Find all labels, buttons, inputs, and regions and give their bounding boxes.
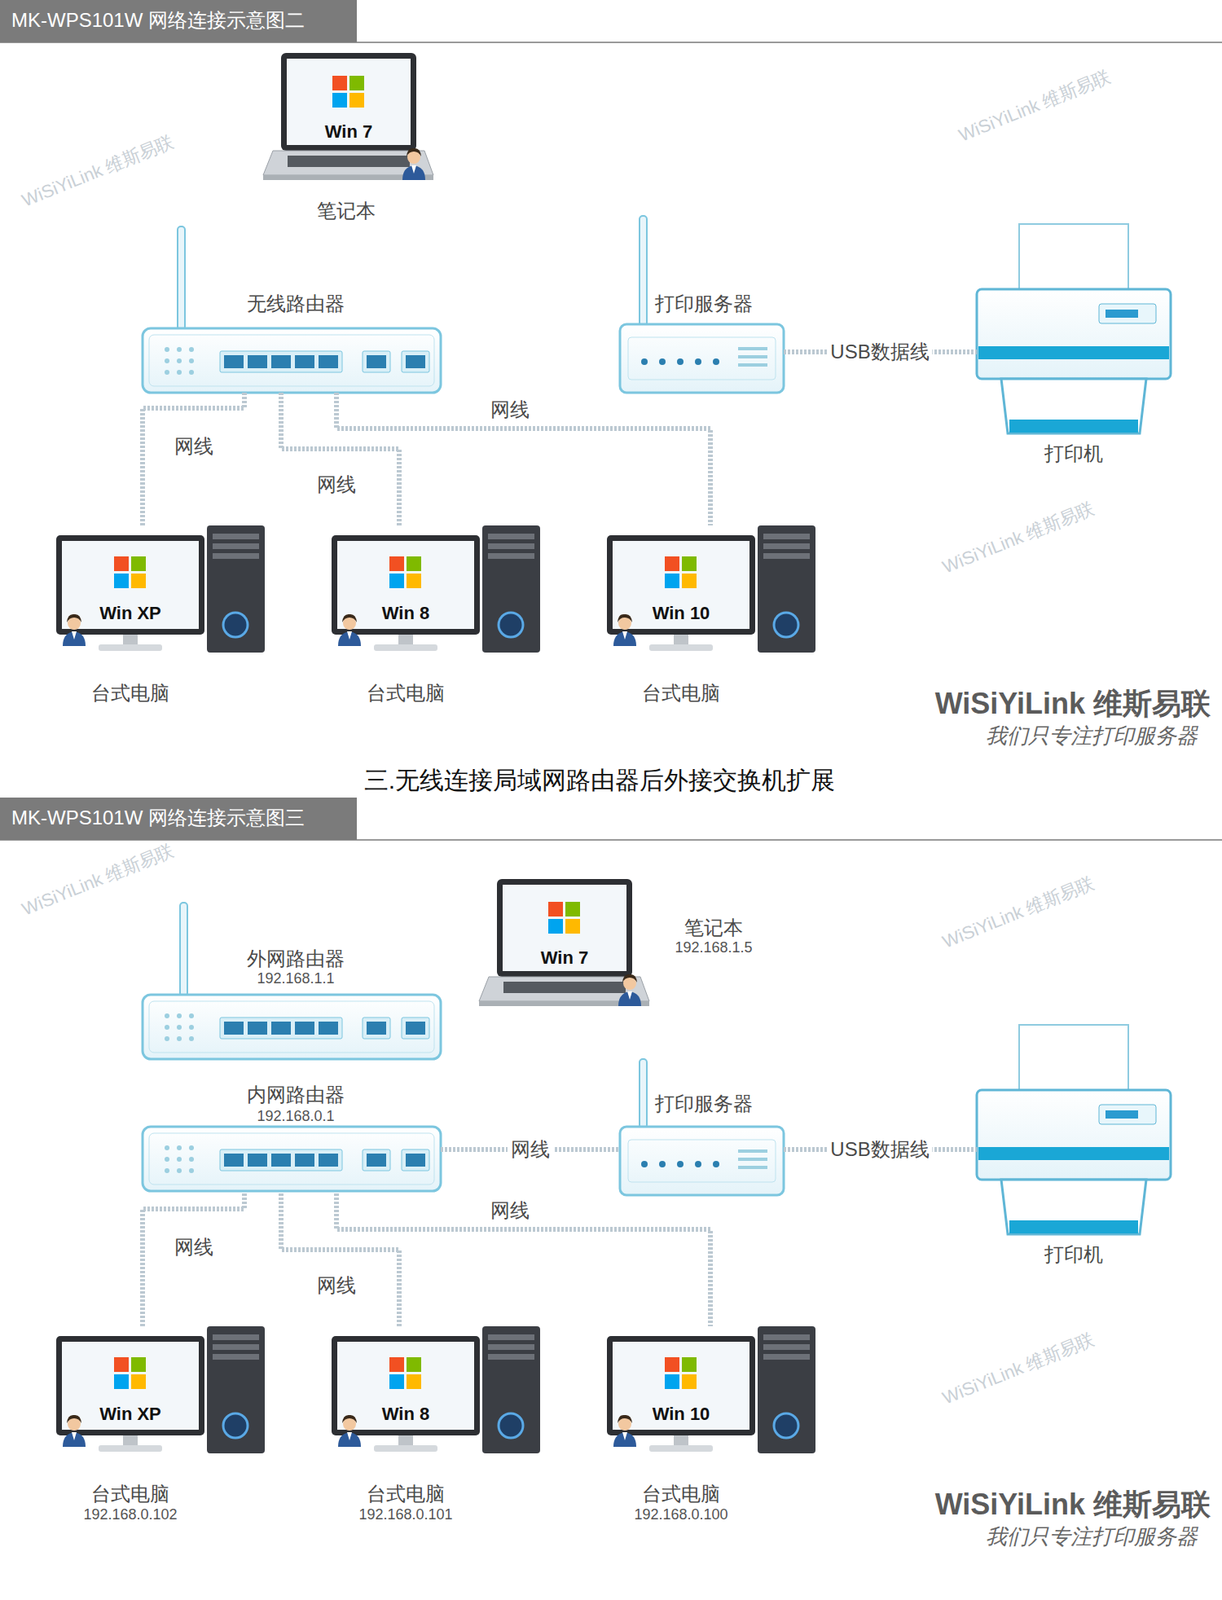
device-label: 台式电脑 [91, 681, 170, 705]
device-box: Win 8 台式电脑192.168.0.101 [331, 1326, 541, 1526]
ip-address: 192.168.0.102 [83, 1506, 177, 1524]
watermark: WiSiYiLink 维斯易联 [939, 872, 1097, 953]
desktop-computer [331, 1326, 541, 1454]
antenna [639, 1059, 647, 1129]
brand-text: WiSiYiLink 维斯易联 [935, 1487, 1211, 1521]
cable-label: 网线 [171, 1235, 217, 1259]
cable-label: 网线 [507, 1138, 554, 1161]
cable-label: USB数据线 [826, 1138, 932, 1161]
header-bar: MK-WPS101W 网络连接示意图二 [0, 0, 357, 43]
device-label: 打印服务器 [654, 1092, 753, 1116]
device-box: 打印机 [976, 224, 1171, 469]
os-name: Win XP [99, 1403, 162, 1425]
device-label: 打印机 [1044, 1243, 1104, 1266]
os-name: Win 10 [652, 602, 711, 624]
device-label: 内网路由器 [246, 1083, 345, 1107]
cable-line [142, 1193, 245, 1327]
antenna [177, 226, 185, 330]
section-title: 三.无线连接局域网路由器后外接交换机扩展 [364, 766, 836, 796]
os-name: Win 7 [540, 947, 589, 968]
watermark: WiSiYiLink 维斯易联 [18, 839, 176, 920]
cable-label: 网线 [313, 473, 360, 497]
device-label: 台式电脑 [641, 1482, 721, 1506]
device-box: 打印服务器 [619, 289, 784, 393]
laptop-computer [479, 879, 650, 1007]
device-label: 打印服务器 [654, 292, 753, 316]
device-label: 笔记本 [684, 916, 743, 940]
device-box: 打印服务器 [619, 1089, 784, 1194]
desktop-computer [606, 1326, 816, 1454]
print-server [619, 1126, 784, 1196]
device-box: Win XP 台式电脑 [56, 525, 265, 707]
cable-line [142, 392, 245, 526]
device-box: Win 7 笔记本192.168.1.5 [479, 879, 773, 1018]
device-box: 外网路由器192.168.1.1 [142, 945, 441, 1061]
printer [976, 1024, 1171, 1235]
device-label: MK-WPS101W 网络连接示意图三 [11, 806, 305, 830]
brand-text: WiSiYiLink 维斯易联 [935, 686, 1211, 721]
device-label: 台式电脑 [641, 681, 721, 705]
desktop-computer [56, 1326, 265, 1454]
cable-line [281, 392, 400, 526]
device-box: Win 8 台式电脑 [331, 525, 541, 707]
brand-text: 我们只专注打印服务器 [985, 1525, 1198, 1550]
watermark: WiSiYiLink 维斯易联 [939, 497, 1097, 578]
ip-address: 192.168.0.101 [358, 1506, 453, 1524]
ip-address: 192.168.0.100 [633, 1506, 728, 1524]
watermark: WiSiYiLink 维斯易联 [955, 65, 1113, 146]
device-label: 台式电脑 [366, 1482, 445, 1506]
cable-label: 网线 [487, 398, 533, 422]
device-box: 无线路由器 [142, 289, 441, 393]
antenna [180, 902, 188, 997]
device-label: MK-WPS101W 网络连接示意图二 [11, 8, 305, 32]
device-label: 无线路由器 [246, 292, 345, 316]
cable-label: 网线 [313, 1274, 360, 1297]
watermark: WiSiYiLink 维斯易联 [939, 1328, 1097, 1409]
laptop-computer [263, 52, 434, 181]
ip-address: 192.168.1.1 [256, 970, 335, 988]
device-box: 内网路由器192.168.0.1 [142, 1083, 441, 1194]
os-name: Win XP [99, 602, 162, 624]
device-label: 台式电脑 [366, 681, 445, 705]
cable-line [336, 1193, 711, 1327]
ip-address: 192.168.1.5 [674, 939, 752, 957]
router [142, 328, 441, 393]
os-name: Win 8 [382, 602, 430, 624]
antenna [639, 215, 647, 326]
ip-address: 192.168.0.1 [256, 1107, 335, 1126]
device-label: 打印机 [1044, 442, 1104, 466]
device-box: Win 10 台式电脑192.168.0.100 [606, 1326, 816, 1526]
cable-line [281, 1193, 400, 1327]
device-label: 笔记本 [316, 199, 376, 223]
cable-label: 网线 [171, 435, 217, 458]
device-box: 打印机 [976, 1024, 1171, 1270]
device-label: 台式电脑 [91, 1482, 170, 1506]
os-name: Win 7 [325, 121, 373, 142]
device-box: Win 10 台式电脑 [606, 525, 816, 707]
watermark: WiSiYiLink 维斯易联 [18, 131, 176, 211]
desktop-computer [331, 525, 541, 653]
brand-text: 我们只专注打印服务器 [985, 724, 1198, 749]
router [142, 1126, 441, 1192]
router [142, 994, 441, 1060]
printer [976, 224, 1171, 434]
desktop-computer [56, 525, 265, 653]
cable-label: 网线 [487, 1199, 533, 1222]
cable-line [336, 392, 711, 526]
print-server [619, 324, 784, 393]
os-name: Win 8 [382, 1403, 430, 1425]
device-label: 外网路由器 [246, 947, 345, 971]
desktop-computer [606, 525, 816, 653]
device-box: Win 7 笔记本 [263, 52, 434, 226]
header-bar: MK-WPS101W 网络连接示意图三 [0, 797, 357, 840]
os-name: Win 10 [652, 1403, 711, 1425]
device-box: Win XP 台式电脑192.168.0.102 [56, 1326, 265, 1526]
cable-label: USB数据线 [826, 340, 932, 364]
